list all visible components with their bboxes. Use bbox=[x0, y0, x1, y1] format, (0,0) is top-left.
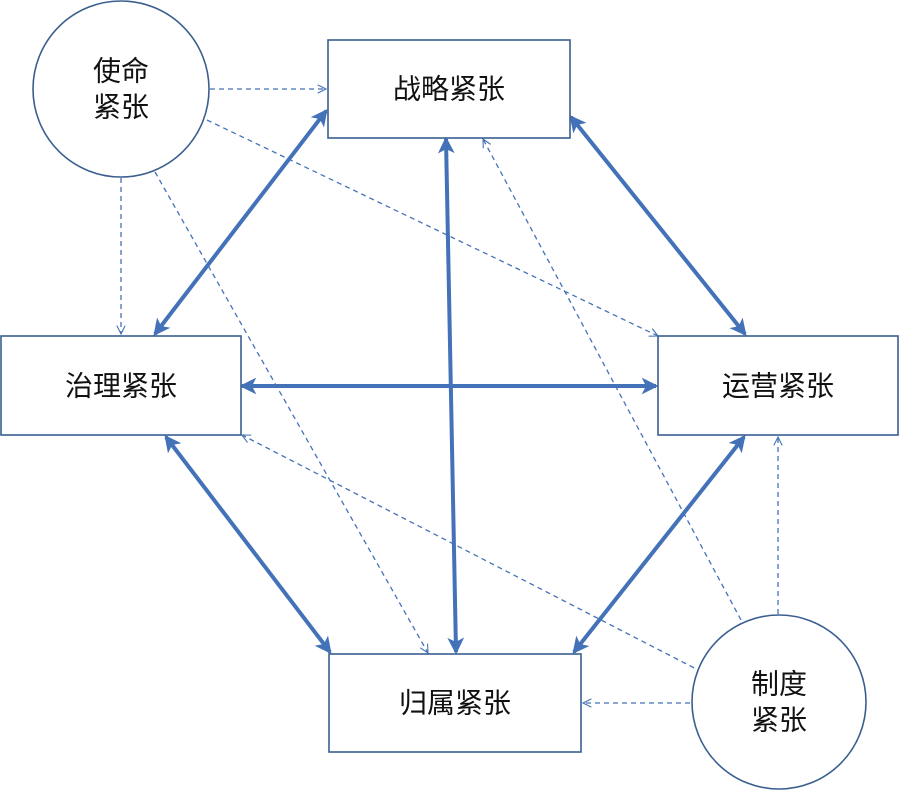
strategy-operations-arrow bbox=[569, 115, 747, 336]
strategy-governance-arrow bbox=[153, 109, 328, 336]
mission-node: 使命 紧张 bbox=[32, 0, 210, 178]
belonging-node: 归属紧张 bbox=[328, 653, 582, 753]
mission-label-line2: 紧张 bbox=[93, 91, 149, 124]
institution-label-line1: 制度 bbox=[751, 668, 807, 701]
institution-node: 制度 紧张 bbox=[691, 614, 867, 790]
governance-belonging-arrow bbox=[164, 434, 332, 655]
strategy-node: 战略紧张 bbox=[327, 39, 571, 139]
strategy-label: 战略紧张 bbox=[393, 73, 505, 106]
operations-belonging-arrow bbox=[572, 435, 746, 654]
operations-node: 运营紧张 bbox=[657, 335, 899, 436]
operations-label: 运营紧张 bbox=[722, 370, 834, 403]
governance-label: 治理紧张 bbox=[65, 370, 177, 403]
belonging-label: 归属紧张 bbox=[399, 687, 511, 720]
solid-arrows bbox=[153, 109, 747, 655]
institution-to-governance-arrow bbox=[242, 434, 703, 673]
governance-node: 治理紧张 bbox=[0, 335, 242, 436]
mission-to-operations-arrow bbox=[206, 119, 658, 336]
mission-label-line1: 使命 bbox=[93, 55, 149, 88]
strategy-belonging-arrow bbox=[437, 136, 465, 655]
institution-label-line2: 紧张 bbox=[751, 704, 807, 737]
